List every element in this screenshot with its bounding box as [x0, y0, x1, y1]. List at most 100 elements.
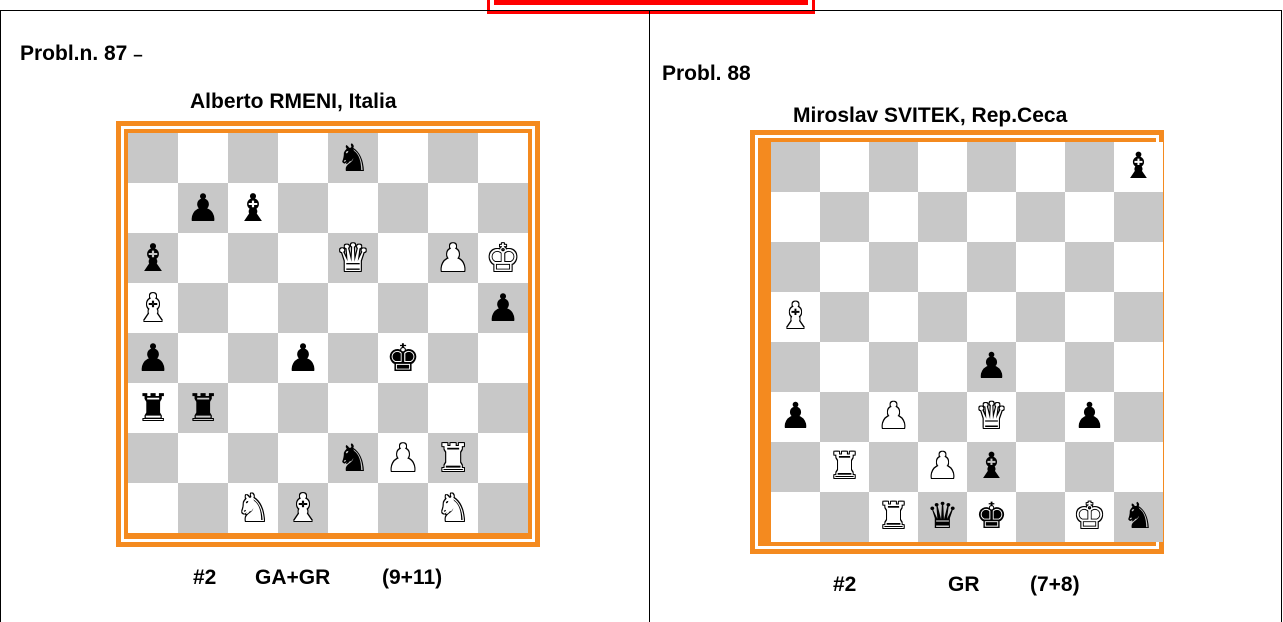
square-g5 — [1065, 292, 1114, 342]
problem-87-author: Alberto RMENI, Italia — [190, 90, 397, 114]
table-left-border — [0, 10, 1, 622]
top-red-strip — [487, 0, 815, 14]
square-e6 — [967, 242, 1016, 292]
square-c4 — [228, 333, 278, 383]
problem-87-stipulation-type: #2 — [193, 566, 216, 590]
white-bishop-icon: ♝ — [286, 489, 320, 527]
problem-88-title: Probl. 88 — [662, 62, 751, 86]
square-h7 — [478, 183, 528, 233]
square-h7 — [1114, 192, 1163, 242]
white-bishop-icon: ♝ — [779, 299, 811, 335]
square-g8 — [1065, 142, 1114, 192]
square-d6 — [918, 242, 967, 292]
problem-88-themes: GR — [948, 573, 980, 597]
problem-88-piece-count: (7+8) — [1030, 573, 1080, 597]
square-b5 — [178, 283, 228, 333]
square-c7: ♝ — [228, 183, 278, 233]
square-a3: ♜ — [128, 383, 178, 433]
white-knight-icon: ♞ — [236, 489, 270, 527]
square-a7 — [128, 183, 178, 233]
black-knight-icon: ♞ — [336, 439, 370, 477]
black-pawn-icon: ♟ — [286, 339, 320, 377]
square-d5 — [278, 283, 328, 333]
square-e4 — [328, 333, 378, 383]
square-g1: ♚ — [1065, 492, 1114, 542]
square-d5 — [918, 292, 967, 342]
square-d3 — [278, 383, 328, 433]
problem-87-themes: GA+GR — [255, 566, 330, 590]
square-a1 — [771, 492, 820, 542]
square-e8 — [967, 142, 1016, 192]
black-knight-icon: ♞ — [1122, 499, 1154, 535]
square-f7 — [378, 183, 428, 233]
white-pawn-icon: ♟ — [386, 439, 420, 477]
square-g7 — [1065, 192, 1114, 242]
square-d8 — [918, 142, 967, 192]
square-g2 — [1065, 442, 1114, 492]
square-a6 — [771, 242, 820, 292]
square-c2 — [228, 433, 278, 483]
square-c6 — [228, 233, 278, 283]
black-bishop-icon: ♝ — [975, 449, 1007, 485]
black-pawn-icon: ♟ — [975, 349, 1007, 385]
square-e7 — [967, 192, 1016, 242]
black-king-icon: ♚ — [975, 499, 1007, 535]
square-a8 — [128, 133, 178, 183]
square-b8 — [178, 133, 228, 183]
black-pawn-icon: ♟ — [486, 289, 520, 327]
square-c1: ♞ — [228, 483, 278, 533]
square-b3: ♜ — [178, 383, 228, 433]
table-right-border — [1281, 10, 1282, 622]
square-c2 — [869, 442, 918, 492]
square-e1: ♚ — [967, 492, 1016, 542]
square-c8 — [228, 133, 278, 183]
square-c5 — [869, 292, 918, 342]
square-f1 — [1016, 492, 1065, 542]
problem-88-stipulation-type: #2 — [833, 573, 856, 597]
square-c3 — [228, 383, 278, 433]
square-c3: ♟ — [869, 392, 918, 442]
square-e4: ♟ — [967, 342, 1016, 392]
square-f2 — [1016, 442, 1065, 492]
square-d3 — [918, 392, 967, 442]
square-c7 — [869, 192, 918, 242]
square-b8 — [820, 142, 869, 192]
black-pawn-icon: ♟ — [186, 189, 220, 227]
square-c8 — [869, 142, 918, 192]
square-g4 — [1065, 342, 1114, 392]
black-rook-icon: ♜ — [186, 389, 220, 427]
square-h3 — [478, 383, 528, 433]
square-b6 — [820, 242, 869, 292]
square-h5 — [1114, 292, 1163, 342]
square-f4 — [1016, 342, 1065, 392]
square-e3 — [328, 383, 378, 433]
square-f6 — [378, 233, 428, 283]
square-e6: ♛ — [328, 233, 378, 283]
square-g3: ♟ — [1065, 392, 1114, 442]
square-d7 — [918, 192, 967, 242]
problem-88-author: Miroslav SVITEK, Rep.Ceca — [793, 104, 1067, 128]
square-f1 — [378, 483, 428, 533]
square-h1: ♞ — [1114, 492, 1163, 542]
square-f5 — [378, 283, 428, 333]
black-rook-icon: ♜ — [136, 389, 170, 427]
square-a2 — [128, 433, 178, 483]
square-h2 — [478, 433, 528, 483]
square-b1 — [178, 483, 228, 533]
square-f5 — [1016, 292, 1065, 342]
square-b3 — [820, 392, 869, 442]
square-b1 — [820, 492, 869, 542]
square-e7 — [328, 183, 378, 233]
square-g6: ♟ — [428, 233, 478, 283]
square-d7 — [278, 183, 328, 233]
square-h1 — [478, 483, 528, 533]
square-b4 — [820, 342, 869, 392]
square-h2 — [1114, 442, 1163, 492]
square-f4: ♚ — [378, 333, 428, 383]
problem-87-piece-count: (9+11) — [382, 566, 442, 590]
black-pawn-icon: ♟ — [1073, 399, 1105, 435]
square-c4 — [869, 342, 918, 392]
white-rook-icon: ♜ — [828, 449, 860, 485]
square-d4: ♟ — [278, 333, 328, 383]
white-pawn-icon: ♟ — [436, 239, 470, 277]
